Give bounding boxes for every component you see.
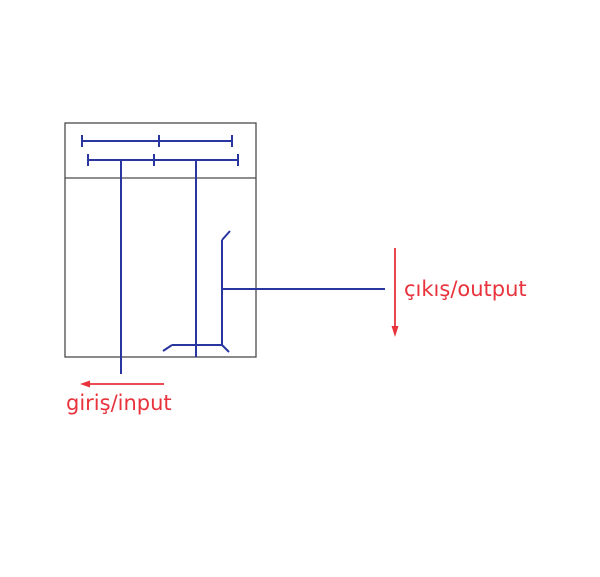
wiring (81, 135, 385, 374)
frame-box (64, 122, 257, 358)
right-bracket (221, 230, 231, 353)
output-label: çıkış/output (404, 277, 527, 301)
input-label: giriş/input (66, 391, 172, 415)
input-arrow (80, 380, 164, 388)
annotation-arrows (80, 248, 399, 388)
bottom-bracket (162, 344, 222, 352)
second-bus-bar (87, 154, 239, 166)
top-bus-bar (81, 135, 233, 147)
output-arrow (391, 248, 399, 337)
